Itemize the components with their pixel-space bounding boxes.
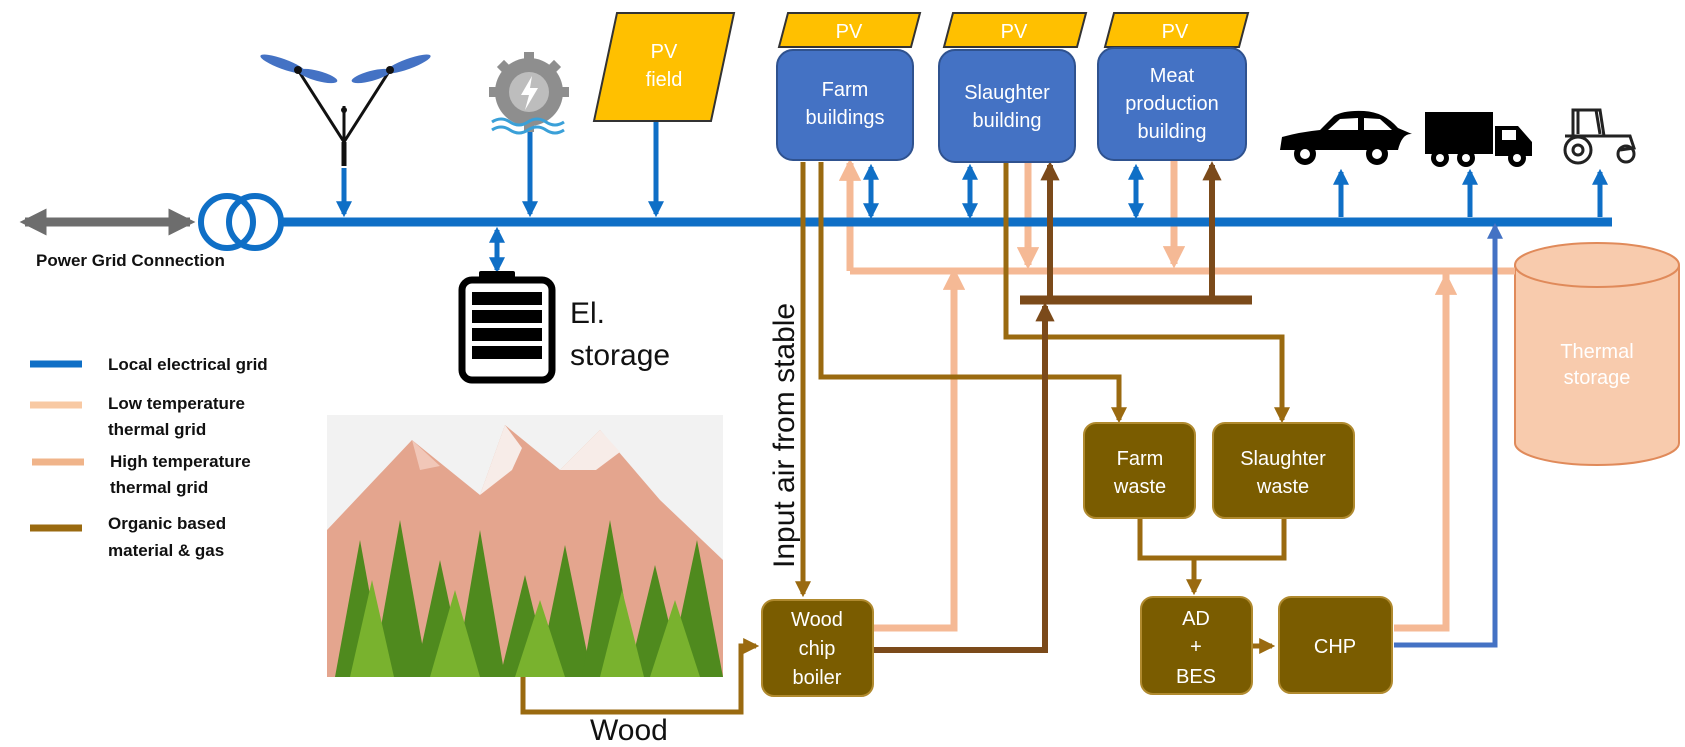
legend: Local electrical grid Low temperature th… [30,355,268,560]
pv-field-label-1: PV [651,41,678,63]
meat-pv-label: PV [1162,21,1189,43]
pv-field: PV field [592,12,736,122]
ad-bes-label-1: AD [1182,608,1210,630]
legend-label-low-temp-2: thermal grid [108,420,206,439]
farm-roof-pv [777,12,922,48]
thermal-storage: Thermal storage [1514,242,1680,466]
wind-turbine-icon [260,54,431,166]
slaughter-waste-label-2: waste [1256,476,1309,498]
legend-label-high-temp-1: High temperature [110,452,251,471]
power-grid-connection-label: Power Grid Connection [36,251,225,270]
farm-building: PV Farm buildings [776,12,922,161]
legend-label-organic-1: Organic based [108,514,226,533]
legend-label-organic-2: material & gas [108,541,224,560]
ad-bes-box: AD + BES [1140,596,1253,695]
wood-label: Wood [590,714,668,747]
slaughter-building-label-2: building [973,110,1042,132]
legend-label-electrical: Local electrical grid [108,355,268,374]
farm-waste-box: Farm waste [1083,422,1196,519]
boiler-label-3: boiler [793,667,842,689]
boiler-label-2: chip [799,638,836,660]
thermal-storage-label-2: storage [1564,367,1631,389]
chp-label: CHP [1314,636,1356,658]
slaughter-waste-label-1: Slaughter [1240,448,1326,470]
local-electrical-grid [19,193,1612,251]
slaughter-waste-box: Slaughter waste [1212,422,1355,519]
chp-electricity-line [1394,222,1504,648]
pv-field-label-2: field [646,69,683,91]
slaughter-roof-pv [942,12,1088,48]
transformer-icon [198,193,256,251]
meat-building-label-3: building [1138,121,1207,143]
meat-building-label-1: Meat [1150,65,1195,87]
boiler-label-1: Wood [791,609,843,631]
mountain-forest-image [327,415,723,677]
meat-production-building: PV Meat production building [1097,12,1250,161]
legend-label-high-temp-2: thermal grid [110,478,208,497]
meat-building-label-2: production [1125,93,1218,115]
slaughter-pv-label: PV [1001,21,1028,43]
el-storage-label-1: El. [570,297,605,330]
chp-box: CHP [1278,596,1393,694]
car-icon [1280,110,1412,165]
high-temperature-grid [873,160,1040,632]
battery-icon [458,271,556,384]
truck-icon [1425,112,1532,167]
wood-chip-boiler-box: Wood chip boiler [761,599,874,697]
meat-roof-pv [1103,12,1250,48]
ad-bes-label-3: BES [1176,666,1216,688]
tractor-icon [1563,108,1636,165]
gas-lines [873,161,1252,653]
legend-label-low-temp-1: Low temperature [108,394,245,413]
farm-building-label-1: Farm [822,79,869,101]
farm-waste-label-2: waste [1113,476,1166,498]
slaughter-building-label-1: Slaughter [964,82,1050,104]
slaughter-building: PV Slaughter building [938,12,1088,163]
organic-lines [520,162,1291,715]
hydro-turbine-icon [489,52,569,135]
el-storage-label-2: storage [570,339,670,372]
farm-building-label-2: buildings [806,107,885,129]
thermal-storage-label-1: Thermal [1560,341,1633,363]
input-air-label: Input air from stable [768,303,801,568]
ad-bes-label-2: + [1190,636,1202,658]
electrical-connections [335,122,1609,274]
farm-pv-label: PV [836,21,863,43]
farm-waste-label-1: Farm [1117,448,1164,470]
